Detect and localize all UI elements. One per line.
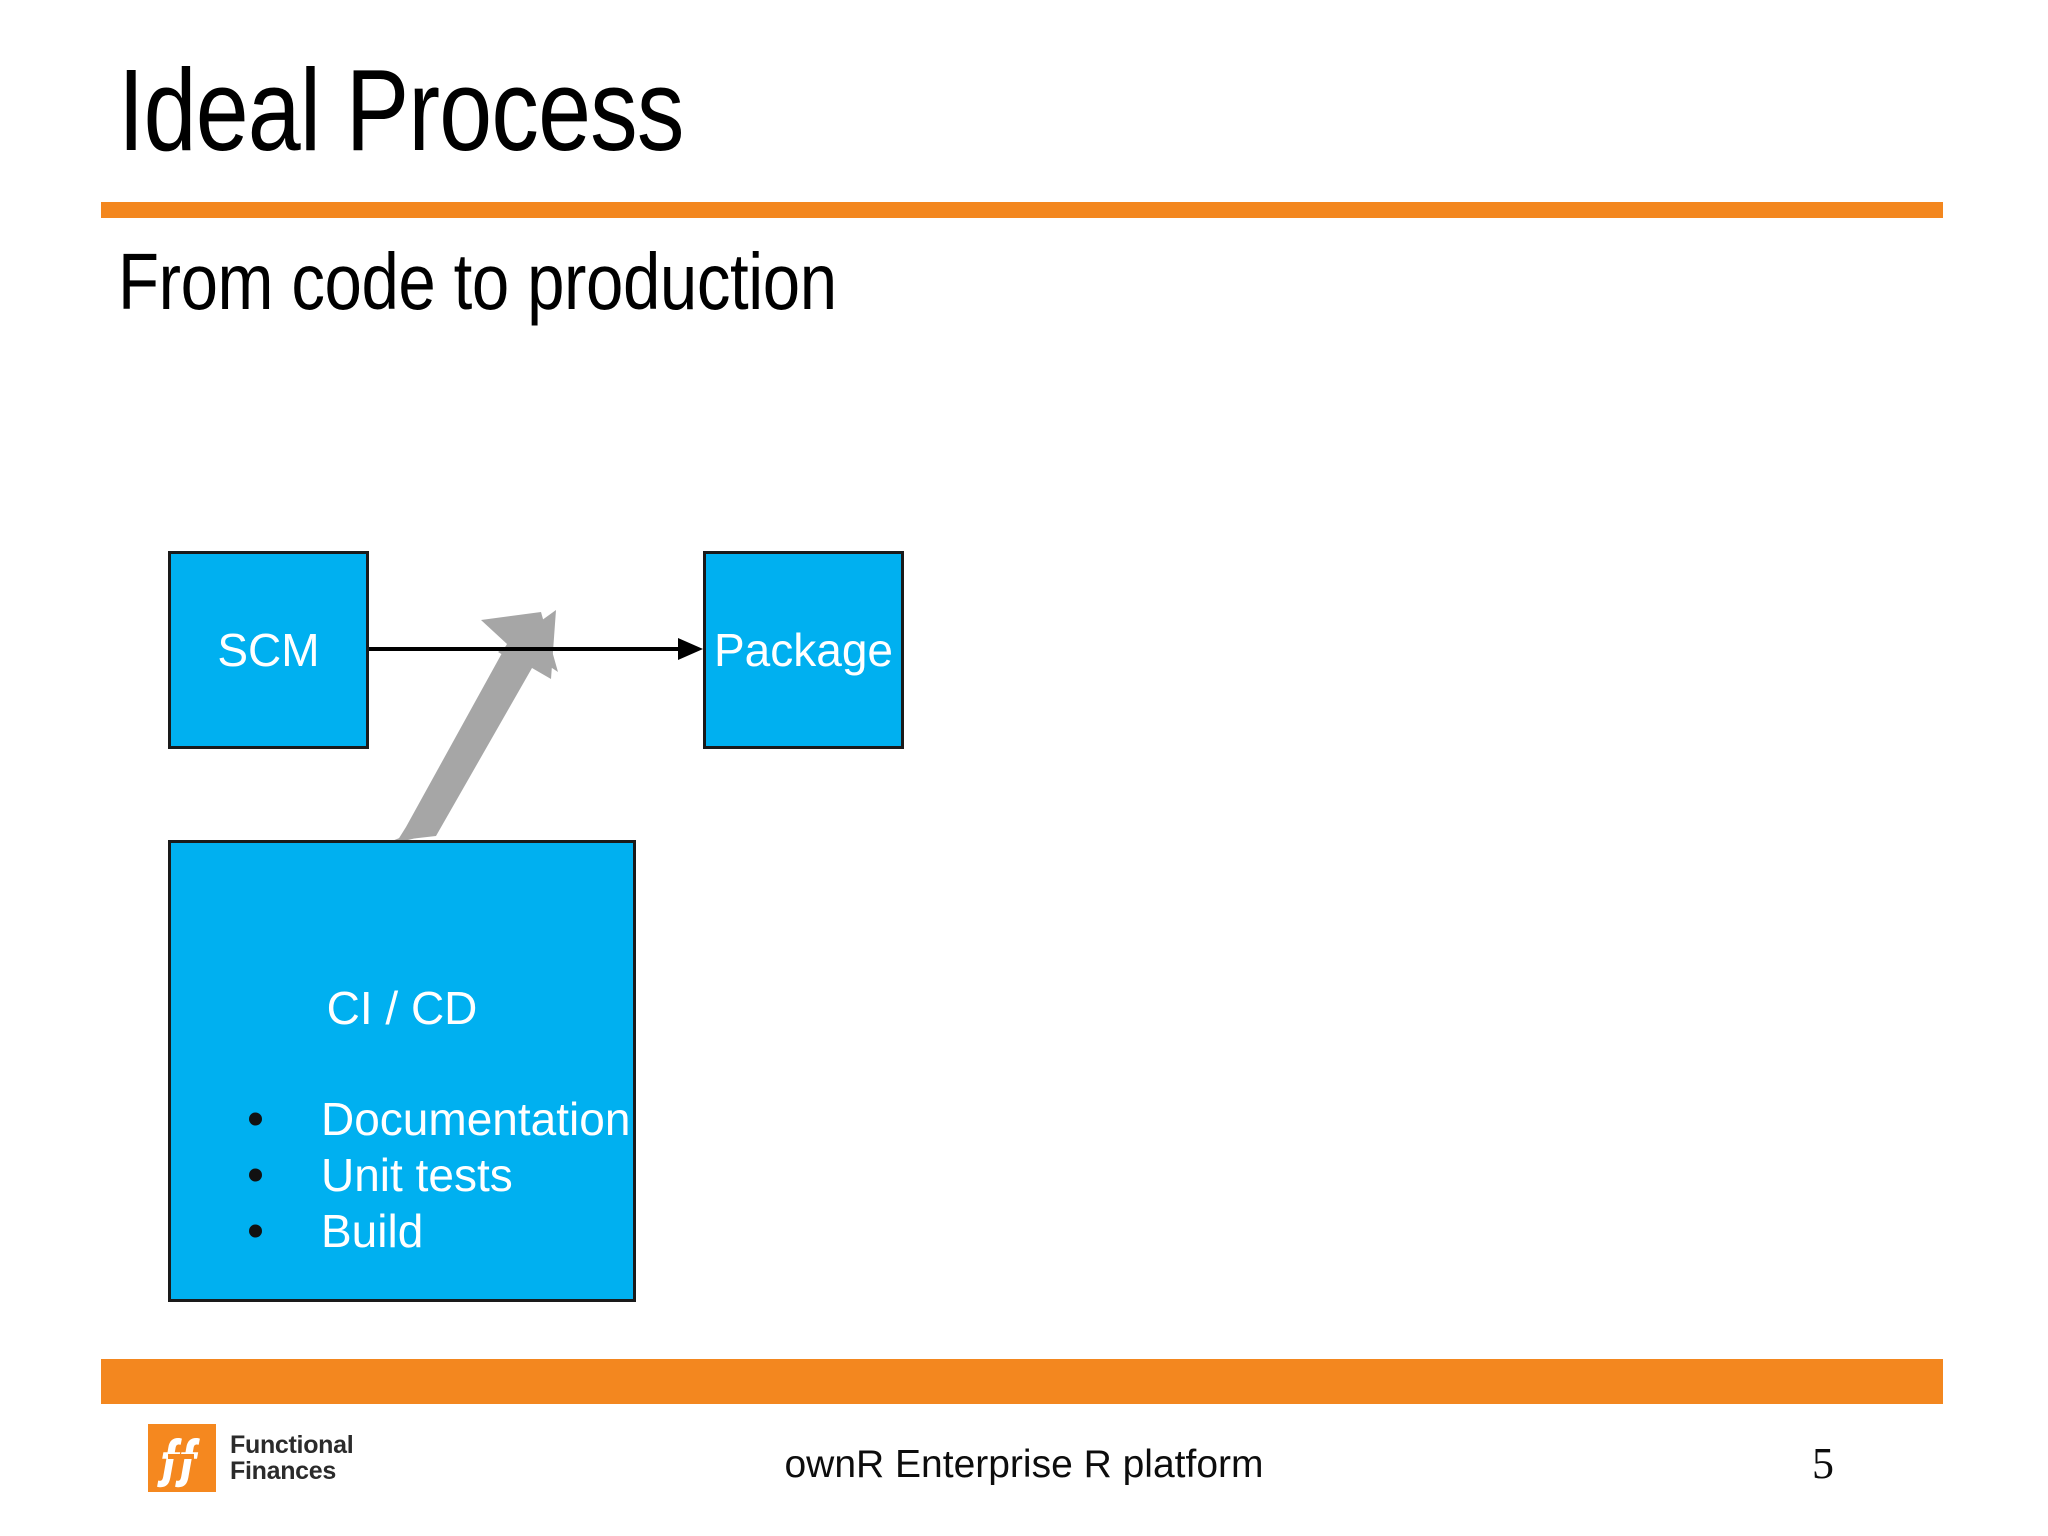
brand-word-line1: Functional [230, 1430, 354, 1459]
node-label-scm: SCM [217, 624, 320, 676]
node-label-package: Package [713, 624, 893, 676]
diagram-node-cicd[interactable]: CI / CD Documentation Unit tests Build [168, 840, 636, 1302]
list-item-label: Build [321, 1205, 424, 1258]
ff-ligature-icon [148, 1424, 216, 1492]
page-subtitle: From code to production [118, 237, 837, 326]
cicd-item-list: Documentation Unit tests Build [171, 1091, 633, 1259]
brand-word-line2: Finances [230, 1457, 336, 1485]
page-number: 5 [1812, 1439, 1834, 1488]
scm-to-package-arrowhead [678, 638, 703, 660]
page-title: Ideal Process [118, 45, 684, 175]
bullet-icon [249, 1224, 262, 1238]
list-item-label: Documentation [321, 1093, 631, 1145]
gray-arrow-shape [392, 610, 556, 841]
list-item: Unit tests [171, 1147, 633, 1203]
brand-logo: Functional Finances [148, 1424, 354, 1492]
title-divider [101, 202, 1943, 218]
node-label-cicd: CI / CD [326, 982, 478, 1034]
footer-text: ownR Enterprise R platform [784, 1443, 1264, 1486]
list-item: Documentation [171, 1091, 633, 1147]
bullet-icon [249, 1168, 262, 1182]
diagram-node-scm[interactable]: SCM [168, 551, 369, 749]
list-item-label: Unit tests [321, 1149, 513, 1202]
list-item: Build [171, 1203, 633, 1259]
brand-wordmark: Functional Finances [230, 1430, 354, 1485]
footer-divider [101, 1359, 1943, 1404]
bullet-icon [249, 1112, 262, 1126]
cicd-to-link-arrow [396, 612, 558, 843]
diagram-node-package[interactable]: Package [703, 551, 904, 749]
